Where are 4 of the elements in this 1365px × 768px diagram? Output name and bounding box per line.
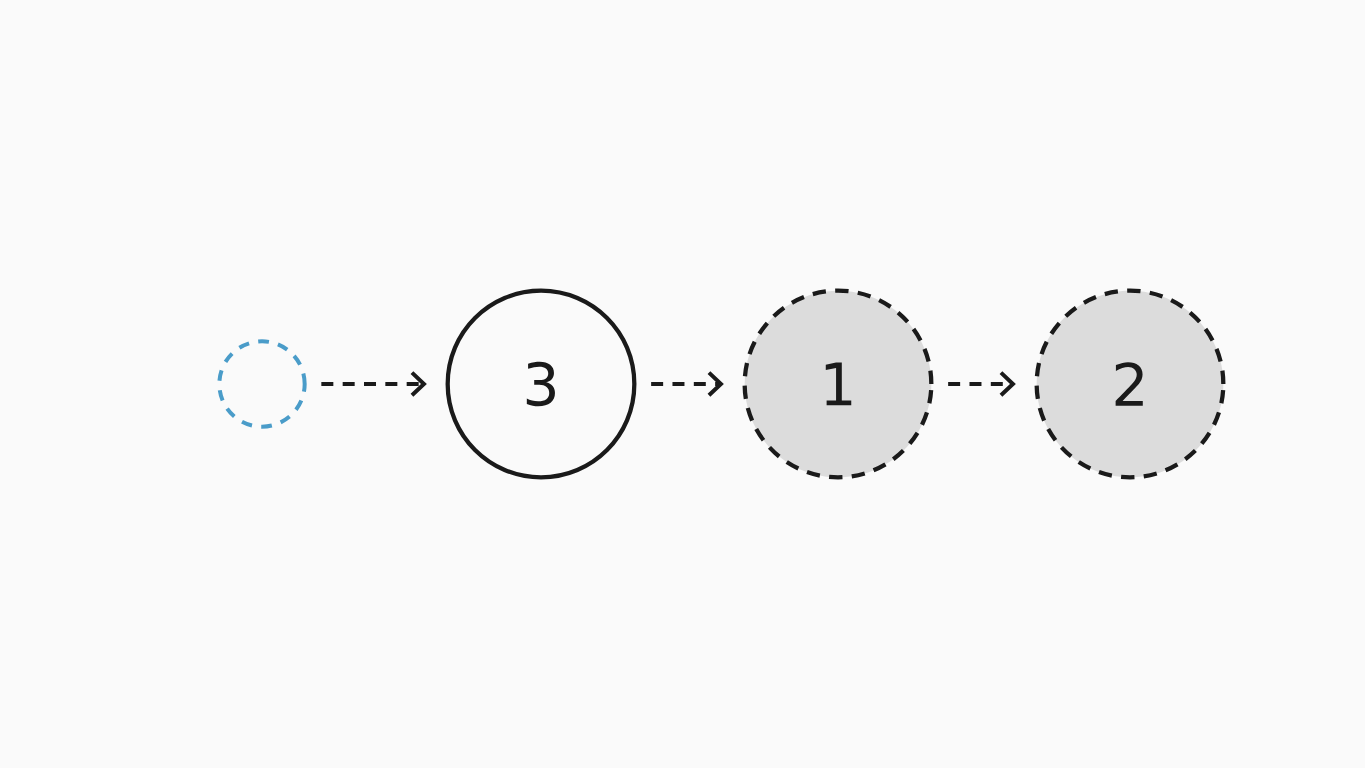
- arrow: [321, 371, 427, 397]
- arrow: [948, 371, 1016, 397]
- arrow: [651, 371, 724, 397]
- dashed-circle: [217, 339, 307, 429]
